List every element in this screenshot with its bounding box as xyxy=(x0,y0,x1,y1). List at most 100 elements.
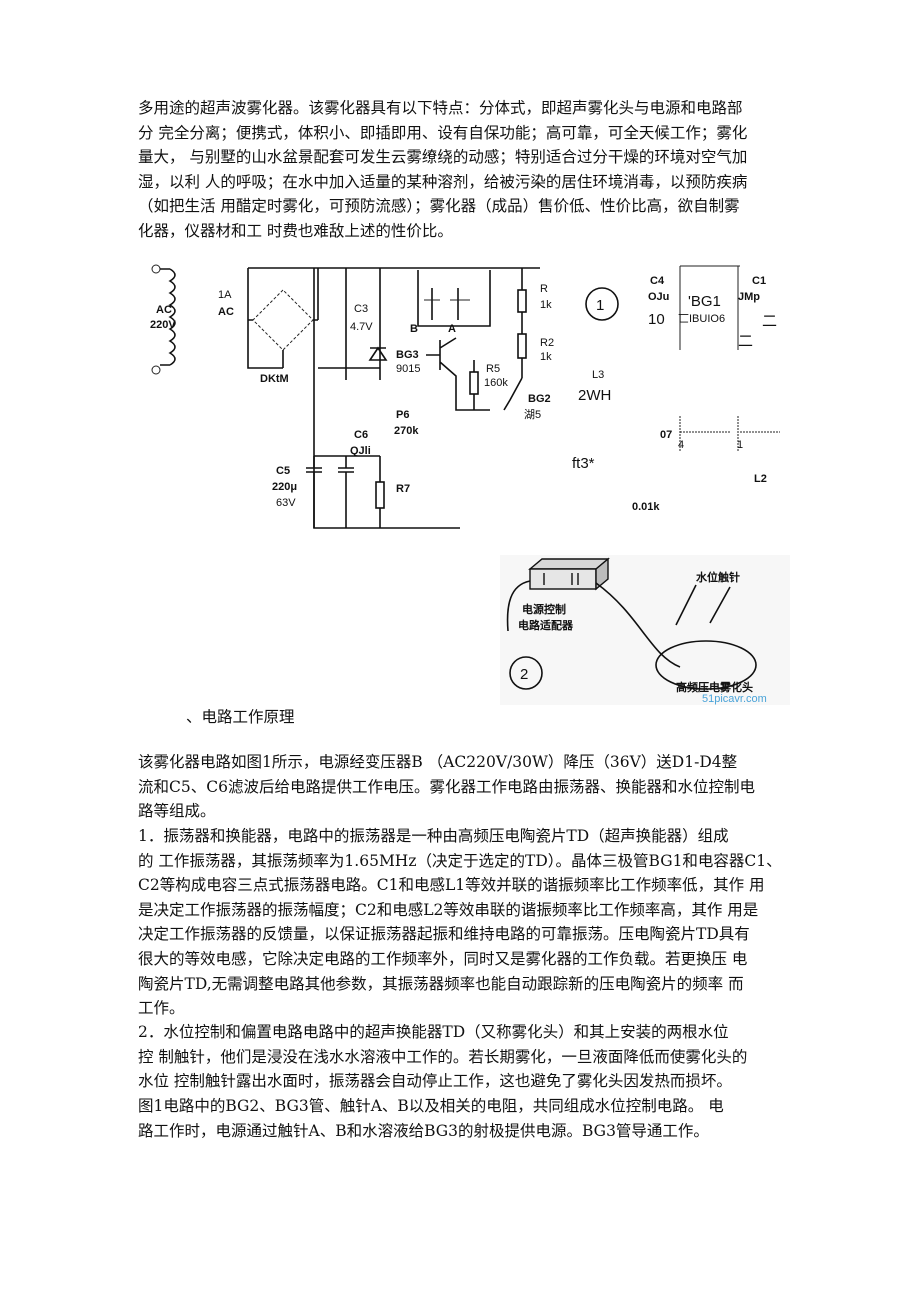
label-c5-val: 220μ xyxy=(272,481,297,493)
label-10: 10 xyxy=(648,311,665,328)
section-heading: 、电路工作原理 xyxy=(186,708,295,726)
label-c1-val: JMp xyxy=(738,291,760,303)
body-line: 是决定工作振荡器的振荡幅度；C2和电感L2等效串联的谐振频率比工作频率高，其作 … xyxy=(138,900,759,919)
bridge-rectifier xyxy=(247,267,319,369)
body-line: 陶瓷片TD,无需调整电路其他参数，其振荡器频率也能自动跟踪新的压电陶瓷片的频率 … xyxy=(138,974,744,993)
label-figure-2: 2 xyxy=(520,666,528,683)
body-line: 很大的等效电感，它除决定电路的工作频率外，同时又是雾化器的工作负载。若更换压 电 xyxy=(138,949,748,968)
label-er-1: 二 xyxy=(762,313,777,330)
bg1-block xyxy=(679,265,740,350)
label-ac-fuse: AC xyxy=(218,306,234,318)
label-r2-val: 1k xyxy=(540,351,552,363)
body-line: 流和C5、C6滤波后给电路提供工作电压。雾化器工作电路由振荡器、换能器和水位控制… xyxy=(138,777,755,796)
intro-line: （如把生活 用醋定时雾化，可预防流感）；雾化器（成品）售价低、性价比高，欲自制雾 xyxy=(138,197,740,216)
body-line: 控 制触针，他们是浸没在浅水水溶液中工作的。若长期雾化，一旦液面降低而使雾化头的 xyxy=(138,1047,748,1066)
label-p6: P6 xyxy=(396,409,409,421)
label-power-line2: 电路适配器 xyxy=(518,618,574,632)
label-1a: 1A xyxy=(218,289,232,301)
circuit-diagram: AC 220V 1A AC DKtM C3 4.7V B A BG3 9015 … xyxy=(150,264,780,529)
label-c4-val: OJu xyxy=(648,291,669,303)
body-paragraph-3: 2．水位控制和偏置电路电路中的超声换能器TD（又称雾化头）和其上安装的两根水位 … xyxy=(138,1020,788,1094)
label-ft3: ft3* xyxy=(572,455,595,472)
water-probe-box xyxy=(417,270,491,327)
label-c3-val: 4.7V xyxy=(350,321,373,333)
label-c5: C5 xyxy=(276,465,290,477)
body-paragraph-2: 1．振荡器和换能器，电路中的振荡器是一种由高频压电陶瓷片TD（超声换能器）组成 … xyxy=(138,824,788,1021)
label-2wh: 2WH xyxy=(578,387,611,404)
label-bg2-val: 湖5 xyxy=(524,408,541,421)
label-c5-volt: 63V xyxy=(276,497,296,509)
bg3-transistor xyxy=(426,337,490,411)
label-p6-val: 270k xyxy=(394,425,419,437)
adapter-box xyxy=(528,557,610,591)
label-c3: C3 xyxy=(354,303,368,315)
label-a: A xyxy=(448,323,456,335)
label-c6: C6 xyxy=(354,429,368,441)
device-illustration: 电源控制 电路适配器 水位触针 2 高频压电雾化头 51picavr.com xyxy=(500,555,790,705)
resistor-r2 xyxy=(517,333,527,378)
body-line: 工作。 xyxy=(138,999,185,1018)
label-head: 高频压电雾化头 xyxy=(676,680,753,694)
l1-block xyxy=(679,416,780,452)
label-bg2: BG2 xyxy=(528,393,551,405)
label-r2: R2 xyxy=(540,337,554,349)
label-bg3-val: 9015 xyxy=(396,363,420,375)
body-paragraph-4: 图1电路中的BG2、BG3管、触针A、B以及相关的电阻，共同组成水位控制电路。 … xyxy=(138,1094,788,1143)
c3-zener xyxy=(368,346,388,361)
intro-line: 分 完全分离；便携式，体积小、即插即用、设有自保功能；高可靠，可全天候工作；雾化 xyxy=(138,123,748,142)
label-r5: R5 xyxy=(486,363,500,375)
label-c6-val: QJli xyxy=(350,445,371,457)
transformer-coil xyxy=(151,264,176,375)
label-power-line1: 电源控制 xyxy=(522,602,566,616)
label-l2: L2 xyxy=(754,473,767,485)
label-b: B xyxy=(410,323,418,335)
label-bg3: BG3 xyxy=(396,349,419,361)
body-line: 路等组成。 xyxy=(138,802,216,821)
filter-branch xyxy=(345,268,381,380)
body-paragraph-1: 该雾化器电路如图1所示，电源经变压器B （AC220V/30W）降压（36V）送… xyxy=(138,750,788,824)
label-0-01k: 0.01k xyxy=(632,501,660,513)
label-r1-val: 1k xyxy=(540,299,552,311)
label-r1: R xyxy=(540,283,548,295)
label-figure-1: 1 xyxy=(596,297,604,314)
probe-pins xyxy=(675,584,731,626)
label-bg1-val: 匸IBUIO6 xyxy=(678,313,725,325)
label-ac: AC xyxy=(156,304,172,316)
label-bg1: 'BG1 xyxy=(688,293,721,310)
label-220v: 220V xyxy=(150,319,176,331)
resistor-r1 xyxy=(517,268,527,334)
power-cord xyxy=(506,580,531,632)
label-1: 1 xyxy=(737,439,743,451)
intro-line: 湿，以利 人的呼吸；在水中加入适量的某种溶剂，给被污染的居住环境消毒，以预防疾病 xyxy=(138,172,748,191)
label-l3: L3 xyxy=(592,369,604,381)
body-line: C2等构成电容三点式振荡器电路。C1和电感L1等效并联的谐振频率比工作频率低，其… xyxy=(138,876,765,895)
label-4: 4 xyxy=(678,439,684,451)
figure-number-circle xyxy=(585,287,619,321)
body-line: 路工作时，电源通过触针A、B和水溶液给BG3的射极提供电源。BG3管导通工作。 xyxy=(138,1121,709,1140)
body-line: 2．水位控制和偏置电路电路中的超声换能器TD（又称雾化头）和其上安装的两根水位 xyxy=(138,1023,729,1041)
intro-line: 化器，仪器材和工 时费也难敌上述的性价比。 xyxy=(138,221,453,240)
label-watermark: 51picavr.com xyxy=(702,693,767,705)
filter-capacitors xyxy=(306,455,385,528)
intro-paragraph: 多用途的超声波雾化器。该雾化器具有以下特点：分体式，即超声雾化头与电源和电路部 … xyxy=(138,96,788,244)
bg2-transistor xyxy=(503,377,523,411)
intro-line: 量大， 与别墅的山水盆景配套可发生云雾缭绕的动感；特别适合过分干燥的环境对空气加 xyxy=(138,148,748,167)
head-cable xyxy=(595,582,681,668)
figure-number-circle xyxy=(509,656,543,690)
supply-rail xyxy=(313,267,540,529)
body-line: 图1电路中的BG2、BG3管、触针A、B以及相关的电阻，共同组成水位控制电路。 … xyxy=(138,1097,724,1115)
label-07: 07 xyxy=(660,429,672,441)
label-c4: C4 xyxy=(650,275,665,287)
resistor-r5 xyxy=(469,360,479,410)
body-line: 1．振荡器和换能器，电路中的振荡器是一种由高频压电陶瓷片TD（超声换能器）组成 xyxy=(138,827,729,845)
intro-line: 多用途的超声波雾化器。该雾化器具有以下特点：分体式，即超声雾化头与电源和电路部 xyxy=(138,99,743,117)
body-line: 的 工作振荡器，其振荡频率为1.65MHz（决定于选定的TD）。晶体三极管BG1… xyxy=(138,851,782,870)
body-line: 该雾化器电路如图1所示，电源经变压器B （AC220V/30W）降压（36V）送… xyxy=(138,753,738,771)
label-bridge: DKtM xyxy=(260,373,289,385)
body-line: 水位 控制触针露出水面时，振荡器会自动停止工作，这也避免了雾化头因发热而损坏。 xyxy=(138,1072,732,1091)
label-probe: 水位触针 xyxy=(696,570,740,584)
label-r7: R7 xyxy=(396,483,410,495)
label-r5-val: 160k xyxy=(484,377,508,389)
atomizer-head xyxy=(655,640,757,690)
label-c1: C1 xyxy=(752,275,766,287)
